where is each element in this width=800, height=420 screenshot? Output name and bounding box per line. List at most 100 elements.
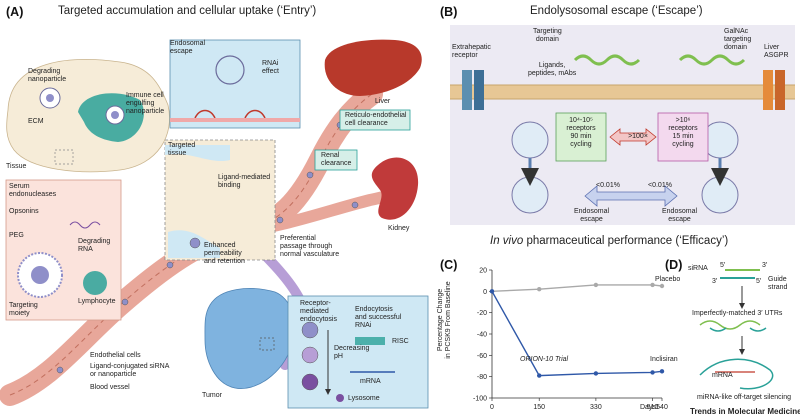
mrna-loop	[699, 358, 774, 390]
label-targeted-tissue: Targeted tissue	[168, 142, 196, 157]
label-preferential-passage: Preferential passage through normal vasc…	[280, 235, 340, 258]
label-mirna-like: miRNA-like off-target silencing	[697, 394, 792, 401]
label-opsonins: Opsonins	[9, 208, 39, 215]
label-escape-right: Endosomal escape	[662, 208, 698, 223]
receptor-box-right-text: >10⁶ receptors 15 min cycling	[668, 117, 698, 148]
label-inclisiran: Inclisiran	[650, 356, 678, 363]
label-lt-left: <0.01%	[596, 182, 620, 189]
chart-y-tick-label: 0	[483, 289, 487, 296]
label-endocytosis-success: Endocytosis and successful RNAi	[355, 306, 402, 329]
label-targeting-moiety: Targeting moiety	[9, 302, 38, 317]
label-three-prime-top: 3′	[762, 262, 768, 269]
risc-complex	[355, 337, 385, 345]
membrane-band	[450, 85, 795, 99]
label-receptor-endocytosis: Receptor- mediated endocytosis	[300, 300, 337, 323]
series-point-inclisiran	[650, 370, 655, 375]
series-point-placebo	[659, 283, 665, 289]
chart-x-tick-label: 330	[590, 404, 602, 411]
sirna-helix-left	[573, 54, 641, 66]
label-immune-cell: Immune cell engulfing nanoparticle	[126, 92, 165, 115]
label-ligands: Ligands, peptides, mAbs	[528, 62, 577, 77]
label-imperfect: Imperfectly-matched 3′ UTRs	[692, 310, 783, 317]
label-degrading-rna: Degrading RNA	[78, 238, 111, 253]
sirna-helix-right	[678, 54, 746, 66]
label-liver: Liver	[375, 98, 391, 105]
label-degrading-nanoparticle: Degrading nanoparticle	[28, 68, 67, 83]
label-endothelial: Endothelial cells	[90, 352, 141, 359]
label-galnac: GalNAc targeting domain	[724, 28, 752, 51]
label-tumor: Tumor	[202, 392, 222, 399]
tissue-zoom-box	[54, 149, 74, 165]
series-point-placebo	[593, 282, 599, 288]
escape-double-arrow	[584, 185, 678, 207]
label-mrna-d: mRNA	[712, 372, 733, 379]
series-point-inclisiran	[593, 371, 599, 376]
panel-a-title: Targeted accumulation and cellular uptak…	[58, 5, 317, 17]
chart-x-tick-label: 540	[656, 404, 668, 411]
label-ligand-binding: Ligand-mediated binding	[218, 174, 271, 189]
chart-y-tick-label: -80	[477, 374, 487, 381]
chart-x-tick-label: 150	[533, 404, 545, 411]
label-rnai-effect: RNAi effect	[262, 60, 279, 75]
label-blood-vessel: Blood vessel	[90, 384, 130, 391]
label-enhanced-permeability: Enhanced permeability and retention	[204, 242, 245, 265]
receptor-box-left-text: 10⁴-10⁵ receptors 90 min cycling	[566, 117, 596, 148]
label-guide-strand: Guide strand	[768, 276, 788, 291]
tumor-shape	[204, 288, 296, 389]
serum-box	[5, 179, 122, 321]
chart-y-tick-label: -40	[477, 332, 487, 339]
label-five-prime-bottom: 5′	[756, 278, 762, 285]
asgpr-receptor	[763, 70, 773, 110]
label-tissue: Tissue	[6, 163, 27, 170]
label-five-prime-top: 5′	[720, 262, 726, 269]
label-orion-trial: ORION-10 Trial	[520, 356, 569, 363]
panel-a-letter: (A)	[6, 5, 24, 19]
label-serum-endonucleases: Serum endonucleases	[9, 183, 57, 198]
lysosome-icon	[336, 394, 344, 402]
label-sirna: siRNA	[688, 265, 708, 272]
label-ligand-conjugated: Ligand-conjugated siRNA or nanoparticle	[90, 363, 170, 378]
chart-y-tick-label: -60	[477, 353, 487, 360]
label-targeting-domain: Targeting domain	[533, 28, 562, 43]
chart-y-tick-label: 20	[479, 268, 487, 275]
lymphocyte-cell	[83, 271, 107, 295]
receptor-box-right	[657, 112, 709, 162]
kidney-shape	[371, 157, 419, 220]
label-extrahepatic: Extrahepatic receptor	[452, 44, 491, 59]
label-kidney: Kidney	[388, 225, 410, 232]
label-ecm: ECM	[28, 118, 44, 125]
utr-strand	[699, 320, 761, 330]
series-point-placebo	[537, 287, 542, 292]
series-point-inclisiran	[537, 373, 542, 378]
ratio-arrow	[609, 128, 657, 146]
panel-b-letter: (B)	[440, 5, 458, 19]
label-renal: Renal clearance	[321, 152, 352, 167]
label-endosomal-escape: Endosomal escape	[170, 40, 206, 55]
series-point-inclisiran	[489, 289, 495, 294]
chart-xlabel: Days	[640, 404, 656, 411]
label-decreasing-ph: Decreasing pH	[334, 345, 370, 360]
liver-shape	[324, 39, 422, 96]
chart-x-tick-label: 0	[490, 404, 494, 411]
res-box	[339, 109, 411, 131]
label-escape-left: Endosomal escape	[574, 208, 610, 223]
panel-d-letter: (D)	[665, 258, 683, 272]
label-risc: RISC	[392, 338, 409, 345]
chart-x-tick-label: 510	[647, 404, 659, 411]
chart-y-tick-label: -20	[477, 310, 487, 317]
efficacy-title: In vivo pharmaceutical performance (‘Eff…	[490, 235, 728, 247]
footer-journal: Trends in Molecular Medicine	[690, 407, 800, 416]
efficacy-title-rest: pharmaceutical performance (‘Efficacy’)	[523, 235, 729, 247]
series-point-inclisiran	[659, 369, 665, 374]
chart-y-tick-label: -100	[473, 396, 487, 403]
label-mrna: mRNA	[360, 378, 381, 385]
label-lt-right: <0.01%	[648, 182, 672, 189]
label-res: Reticulo-endothelial cell clearance	[345, 112, 407, 127]
series-point-placebo	[650, 282, 655, 288]
label-lymphocyte: Lymphocyte	[78, 298, 116, 305]
label-placebo: Placebo	[655, 276, 681, 283]
